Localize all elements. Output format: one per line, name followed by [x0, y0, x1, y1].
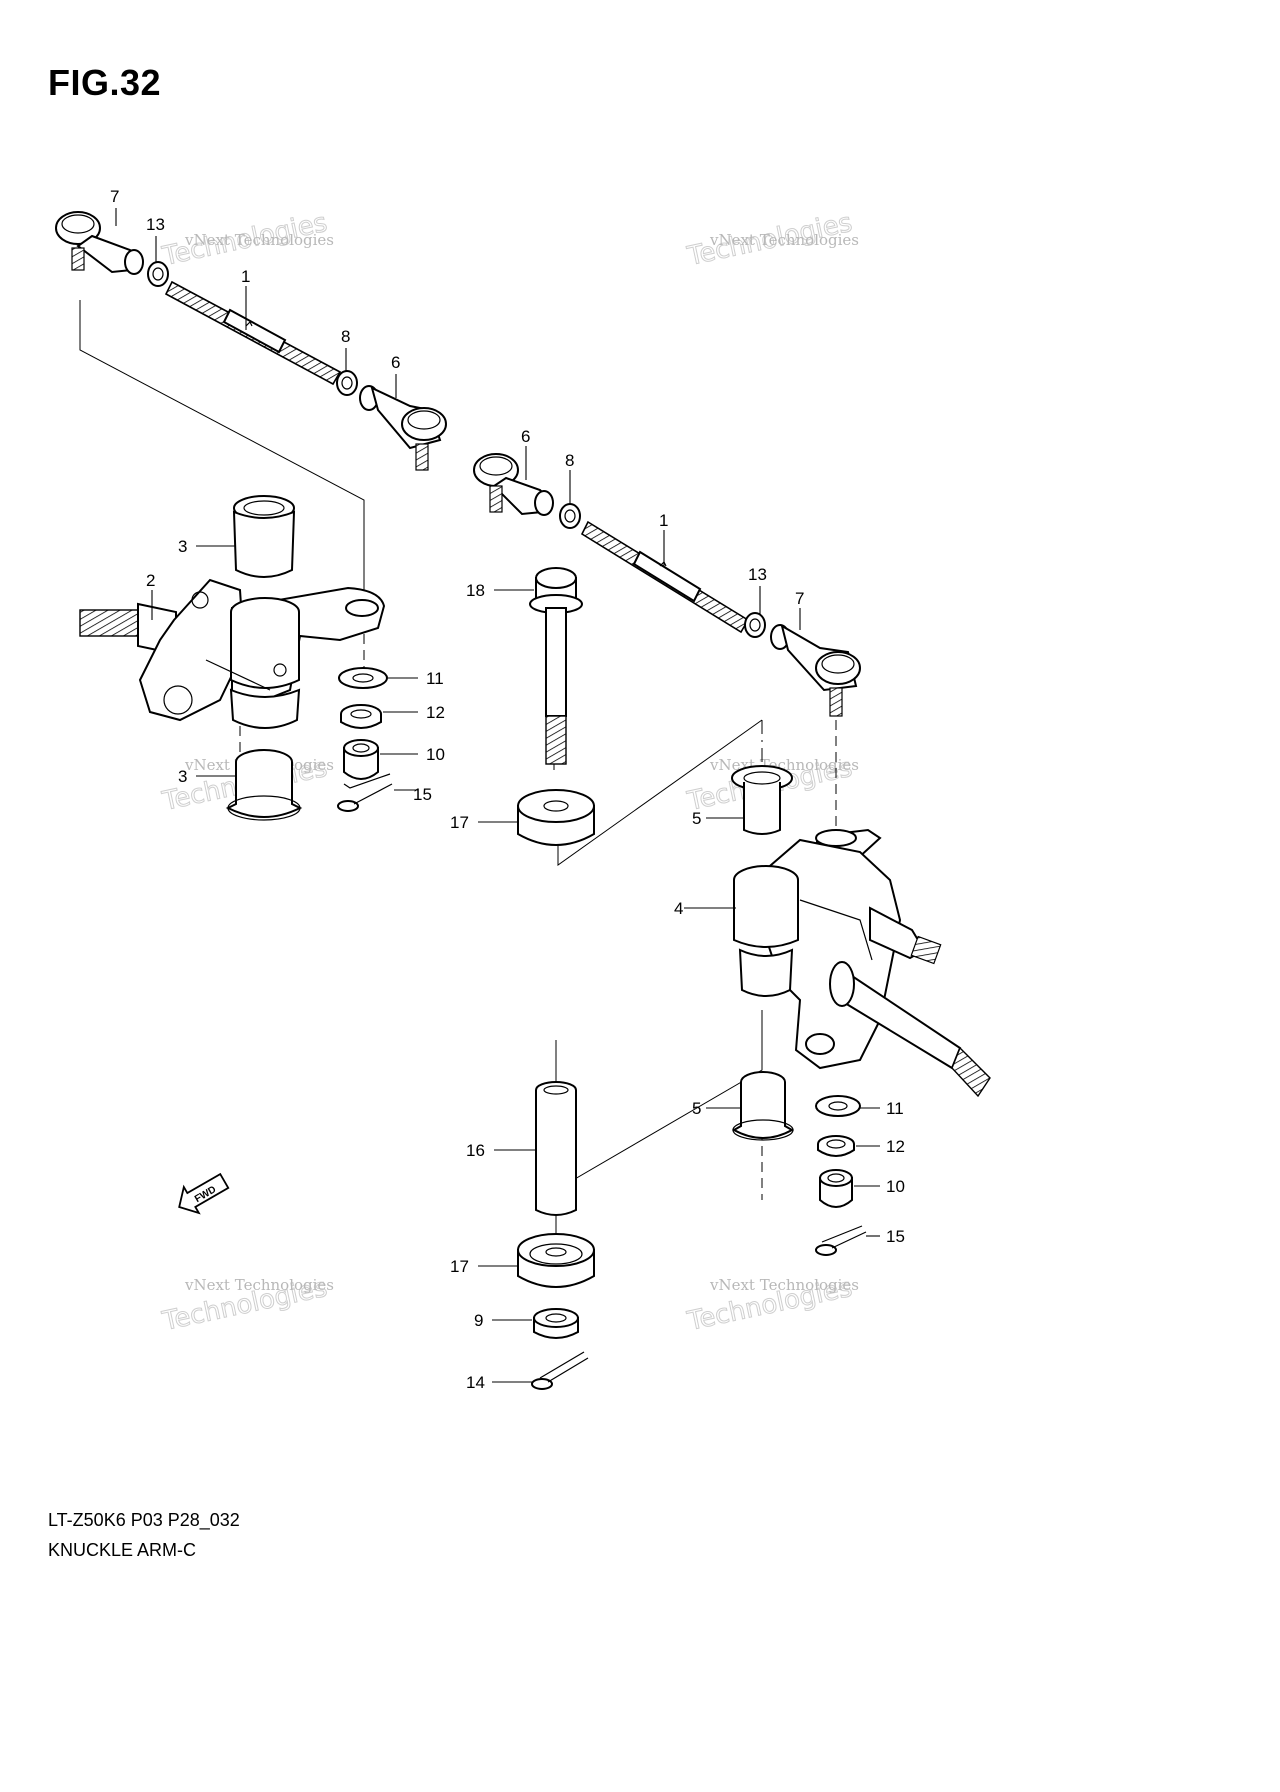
callout-12-left: 12: [426, 703, 445, 722]
callout-5-lower: 5: [692, 1099, 701, 1118]
callout-3-lower-left: 3: [178, 767, 187, 786]
lock-nut-13-right: [744, 612, 766, 638]
knuckle-4-right: [733, 828, 991, 1098]
callout-10-right: 10: [886, 1177, 905, 1196]
callout-11-left: 11: [426, 669, 444, 688]
cotter-pin-15-right: [815, 1225, 867, 1256]
callout-17-upper: 17: [450, 813, 469, 832]
nut-9: [533, 1308, 579, 1339]
bolt-18: [529, 567, 583, 765]
callout-labels: 7 13 1 8 6 6 8 1 13 7 3 2 18 11 12 10 3 …: [110, 187, 905, 1392]
callout-7-upper-left: 7: [110, 187, 119, 206]
washer-12-left: [340, 704, 382, 729]
callout-5-upper: 5: [692, 809, 701, 828]
svg-text:vNext Technologies: vNext Technologies: [709, 231, 859, 249]
callout-9: 9: [474, 1311, 483, 1330]
cotter-pin-14: [531, 1351, 589, 1390]
watermark-top-left: Technologies vNext Technologies: [159, 207, 334, 272]
callout-10-left: 10: [426, 745, 445, 764]
watermark-top-right: Technologies vNext Technologies: [684, 207, 859, 272]
washer-11-right: [815, 1095, 861, 1117]
callout-15-right: 15: [886, 1227, 905, 1246]
callout-18: 18: [466, 581, 485, 600]
bushing-3-upper-left: [232, 495, 296, 578]
callout-4: 4: [674, 899, 683, 918]
tie-rod-end-6-left: [359, 385, 447, 471]
callout-6-upper-right: 6: [521, 427, 530, 446]
lock-nut-8-right: [559, 503, 581, 529]
diagram-caption: KNUCKLE ARM-C: [48, 1540, 197, 1560]
callout-7-upper-right: 7: [795, 589, 804, 608]
tie-rod-1-left: [164, 280, 342, 386]
lock-nut-13-left: [147, 261, 169, 287]
tie-rod-end-6-right: [473, 453, 554, 516]
cotter-pin-15-left: [337, 773, 393, 812]
callout-12-right: 12: [886, 1137, 905, 1156]
washer-12-right: [817, 1135, 855, 1157]
castle-nut-10-left: [343, 739, 379, 780]
callout-8-upper-right: 8: [565, 451, 574, 470]
knuckle-2-left: [79, 578, 386, 729]
model-code: LT-Z50K6 P03 P28_032: [48, 1510, 240, 1530]
tie-rod-end-left-7: [55, 211, 144, 275]
washer-11-left: [338, 667, 388, 689]
svg-text:vNext Technologies: vNext Technologies: [709, 1276, 859, 1294]
callout-1-upper-left: 1: [241, 267, 250, 286]
callout-17-lower: 17: [450, 1257, 469, 1276]
svg-text:vNext Technologies: vNext Technologies: [184, 231, 334, 249]
callout-13-upper-right: 13: [748, 565, 767, 584]
lock-nut-8-left: [336, 370, 358, 396]
callout-2: 2: [146, 571, 155, 590]
tie-rod-1-right: [580, 520, 750, 634]
bushing-17-lower: [517, 1233, 595, 1288]
figure-title: FIG.32: [48, 62, 162, 103]
callout-8-upper-left: 8: [341, 327, 350, 346]
bushing-5-lower-right: [731, 1071, 795, 1141]
fwd-arrow-icon: FWD: [178, 1172, 230, 1215]
bushing-5-upper-right: [731, 765, 793, 835]
watermark-bottom-right: Technologies vNext Technologies: [684, 1272, 859, 1337]
callout-6-upper-left: 6: [391, 353, 400, 372]
callout-16: 16: [466, 1141, 485, 1160]
pipe-16: [535, 1081, 577, 1216]
callout-1-upper-right: 1: [659, 511, 668, 530]
leader-lines: [115, 208, 880, 1383]
castle-nut-10-right: [819, 1169, 853, 1208]
callout-3-upper-left: 3: [178, 537, 187, 556]
callout-11-right: 11: [886, 1099, 904, 1118]
bushing-17-upper: [517, 789, 595, 846]
svg-text:vNext Technologies: vNext Technologies: [184, 1276, 334, 1294]
callout-13-upper-left: 13: [146, 215, 165, 234]
callout-14: 14: [466, 1373, 485, 1392]
watermark-bottom-left: Technologies vNext Technologies: [159, 1272, 334, 1337]
tie-rod-end-7-right: [770, 623, 861, 717]
callout-15-left: 15: [413, 785, 432, 804]
bushing-3-lower-left: [225, 749, 303, 821]
